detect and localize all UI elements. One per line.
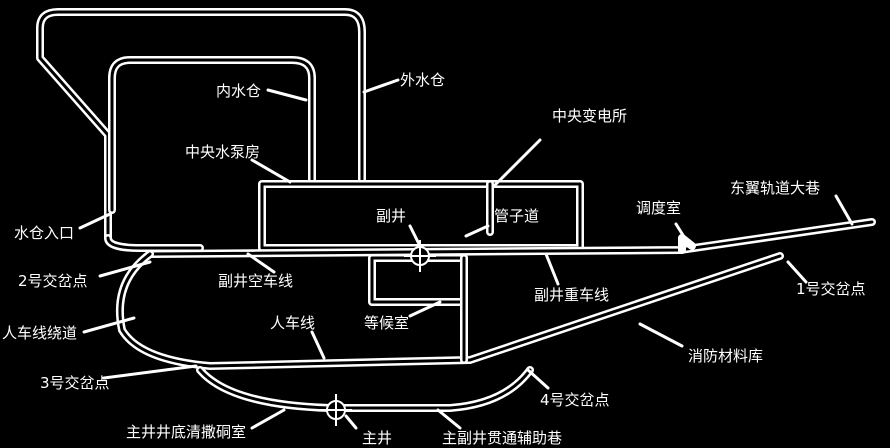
label-inner-sump: 内水仓 xyxy=(216,82,261,100)
label-dispatch-room: 调度室 xyxy=(636,199,681,217)
loaded-track-loop xyxy=(115,250,784,370)
label-waiting-room: 等候室 xyxy=(364,314,409,332)
label-central-pump-room: 中央水泵房 xyxy=(185,143,260,161)
label-outer-sump: 外水仓 xyxy=(400,71,445,89)
main-shaft-symbol xyxy=(320,394,352,426)
label-fire-materials-store: 消防材料库 xyxy=(688,347,763,365)
label-junction-4: 4号交岔点 xyxy=(540,391,610,409)
label-junction-1: 1号交岔点 xyxy=(796,280,866,298)
label-east-wing-roadway: 东翼轨道大巷 xyxy=(730,179,820,197)
label-main-shaft-sump-cleaning: 主井井底清撒硐室 xyxy=(126,423,246,441)
label-aux-shaft-empty-track: 副井空车线 xyxy=(218,272,293,290)
label-main-shaft: 主井 xyxy=(362,429,392,447)
label-personnel-track: 人车线 xyxy=(270,314,315,332)
label-aux-shaft-loaded-track: 副井重车线 xyxy=(534,286,609,304)
labels: 内水仓 外水仓 中央变电所 中央水泵房 东翼轨道大巷 调度室 水仓入口 副井 管… xyxy=(2,71,866,447)
label-junction-3: 3号交岔点 xyxy=(40,374,110,392)
label-main-aux-connecting-roadway: 主副井贯通辅助巷 xyxy=(442,429,562,447)
label-manway-bypass: 人车线绕道 xyxy=(2,324,77,342)
label-auxiliary-shaft: 副井 xyxy=(376,207,406,225)
label-junction-2: 2号交岔点 xyxy=(18,272,88,290)
leader-lines xyxy=(78,78,854,430)
label-sump-entrance: 水仓入口 xyxy=(14,224,74,242)
label-pipe-way: 管子道 xyxy=(494,207,539,225)
label-central-substation: 中央变电所 xyxy=(552,107,627,125)
